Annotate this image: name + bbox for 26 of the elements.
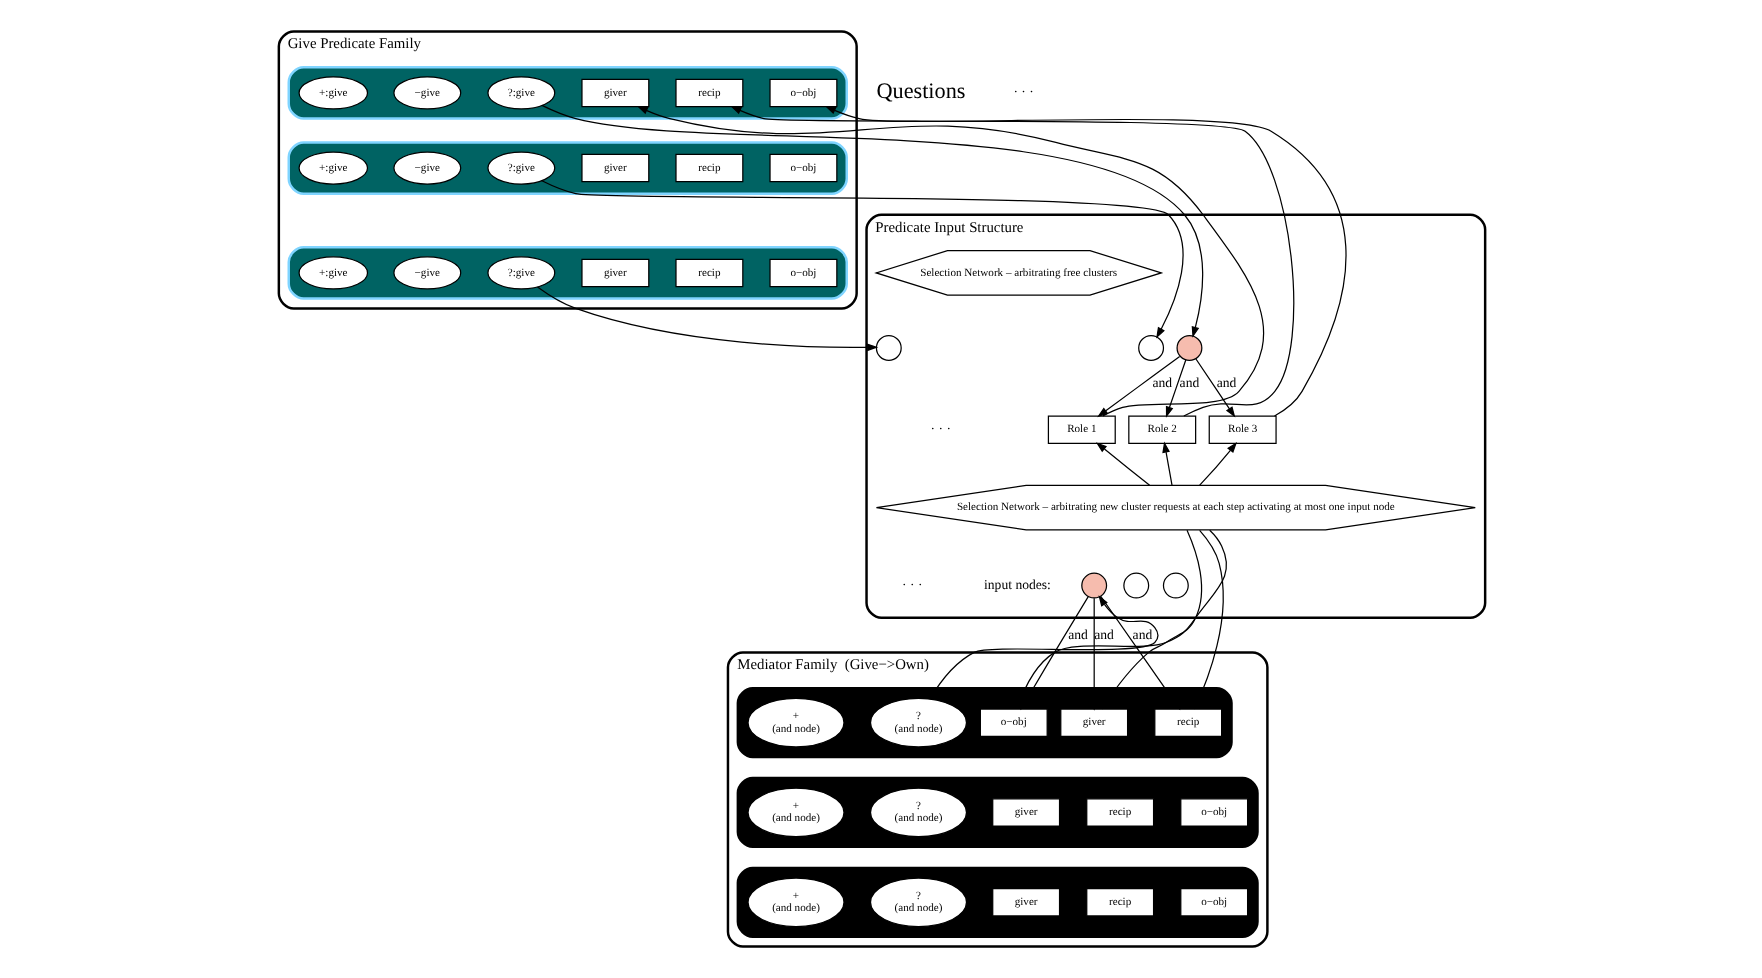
connector bbox=[1100, 529, 1202, 710]
node-circle bbox=[1175, 335, 1202, 362]
arrow bbox=[1164, 359, 1186, 418]
cluster bbox=[286, 246, 847, 300]
cluster bbox=[286, 66, 847, 120]
arrow bbox=[635, 106, 1264, 417]
label: Questions bbox=[875, 80, 965, 105]
arrow bbox=[1094, 442, 1150, 486]
arrow bbox=[540, 104, 1203, 338]
arrow bbox=[1161, 441, 1172, 486]
node-circle bbox=[1161, 572, 1188, 599]
cluster bbox=[735, 687, 1232, 759]
node-circle bbox=[1137, 335, 1164, 362]
arrow bbox=[729, 105, 1294, 417]
cluster bbox=[286, 141, 847, 195]
arrow bbox=[1197, 441, 1237, 486]
arrow bbox=[823, 105, 1346, 417]
arrow bbox=[1194, 358, 1235, 418]
node-circle bbox=[874, 335, 901, 362]
cluster bbox=[735, 776, 1258, 849]
node-circle bbox=[1122, 572, 1149, 599]
node-circle bbox=[1080, 572, 1107, 599]
arrow bbox=[535, 286, 878, 352]
cluster bbox=[735, 866, 1258, 938]
arrow bbox=[540, 180, 1183, 339]
arrow bbox=[1096, 355, 1180, 418]
